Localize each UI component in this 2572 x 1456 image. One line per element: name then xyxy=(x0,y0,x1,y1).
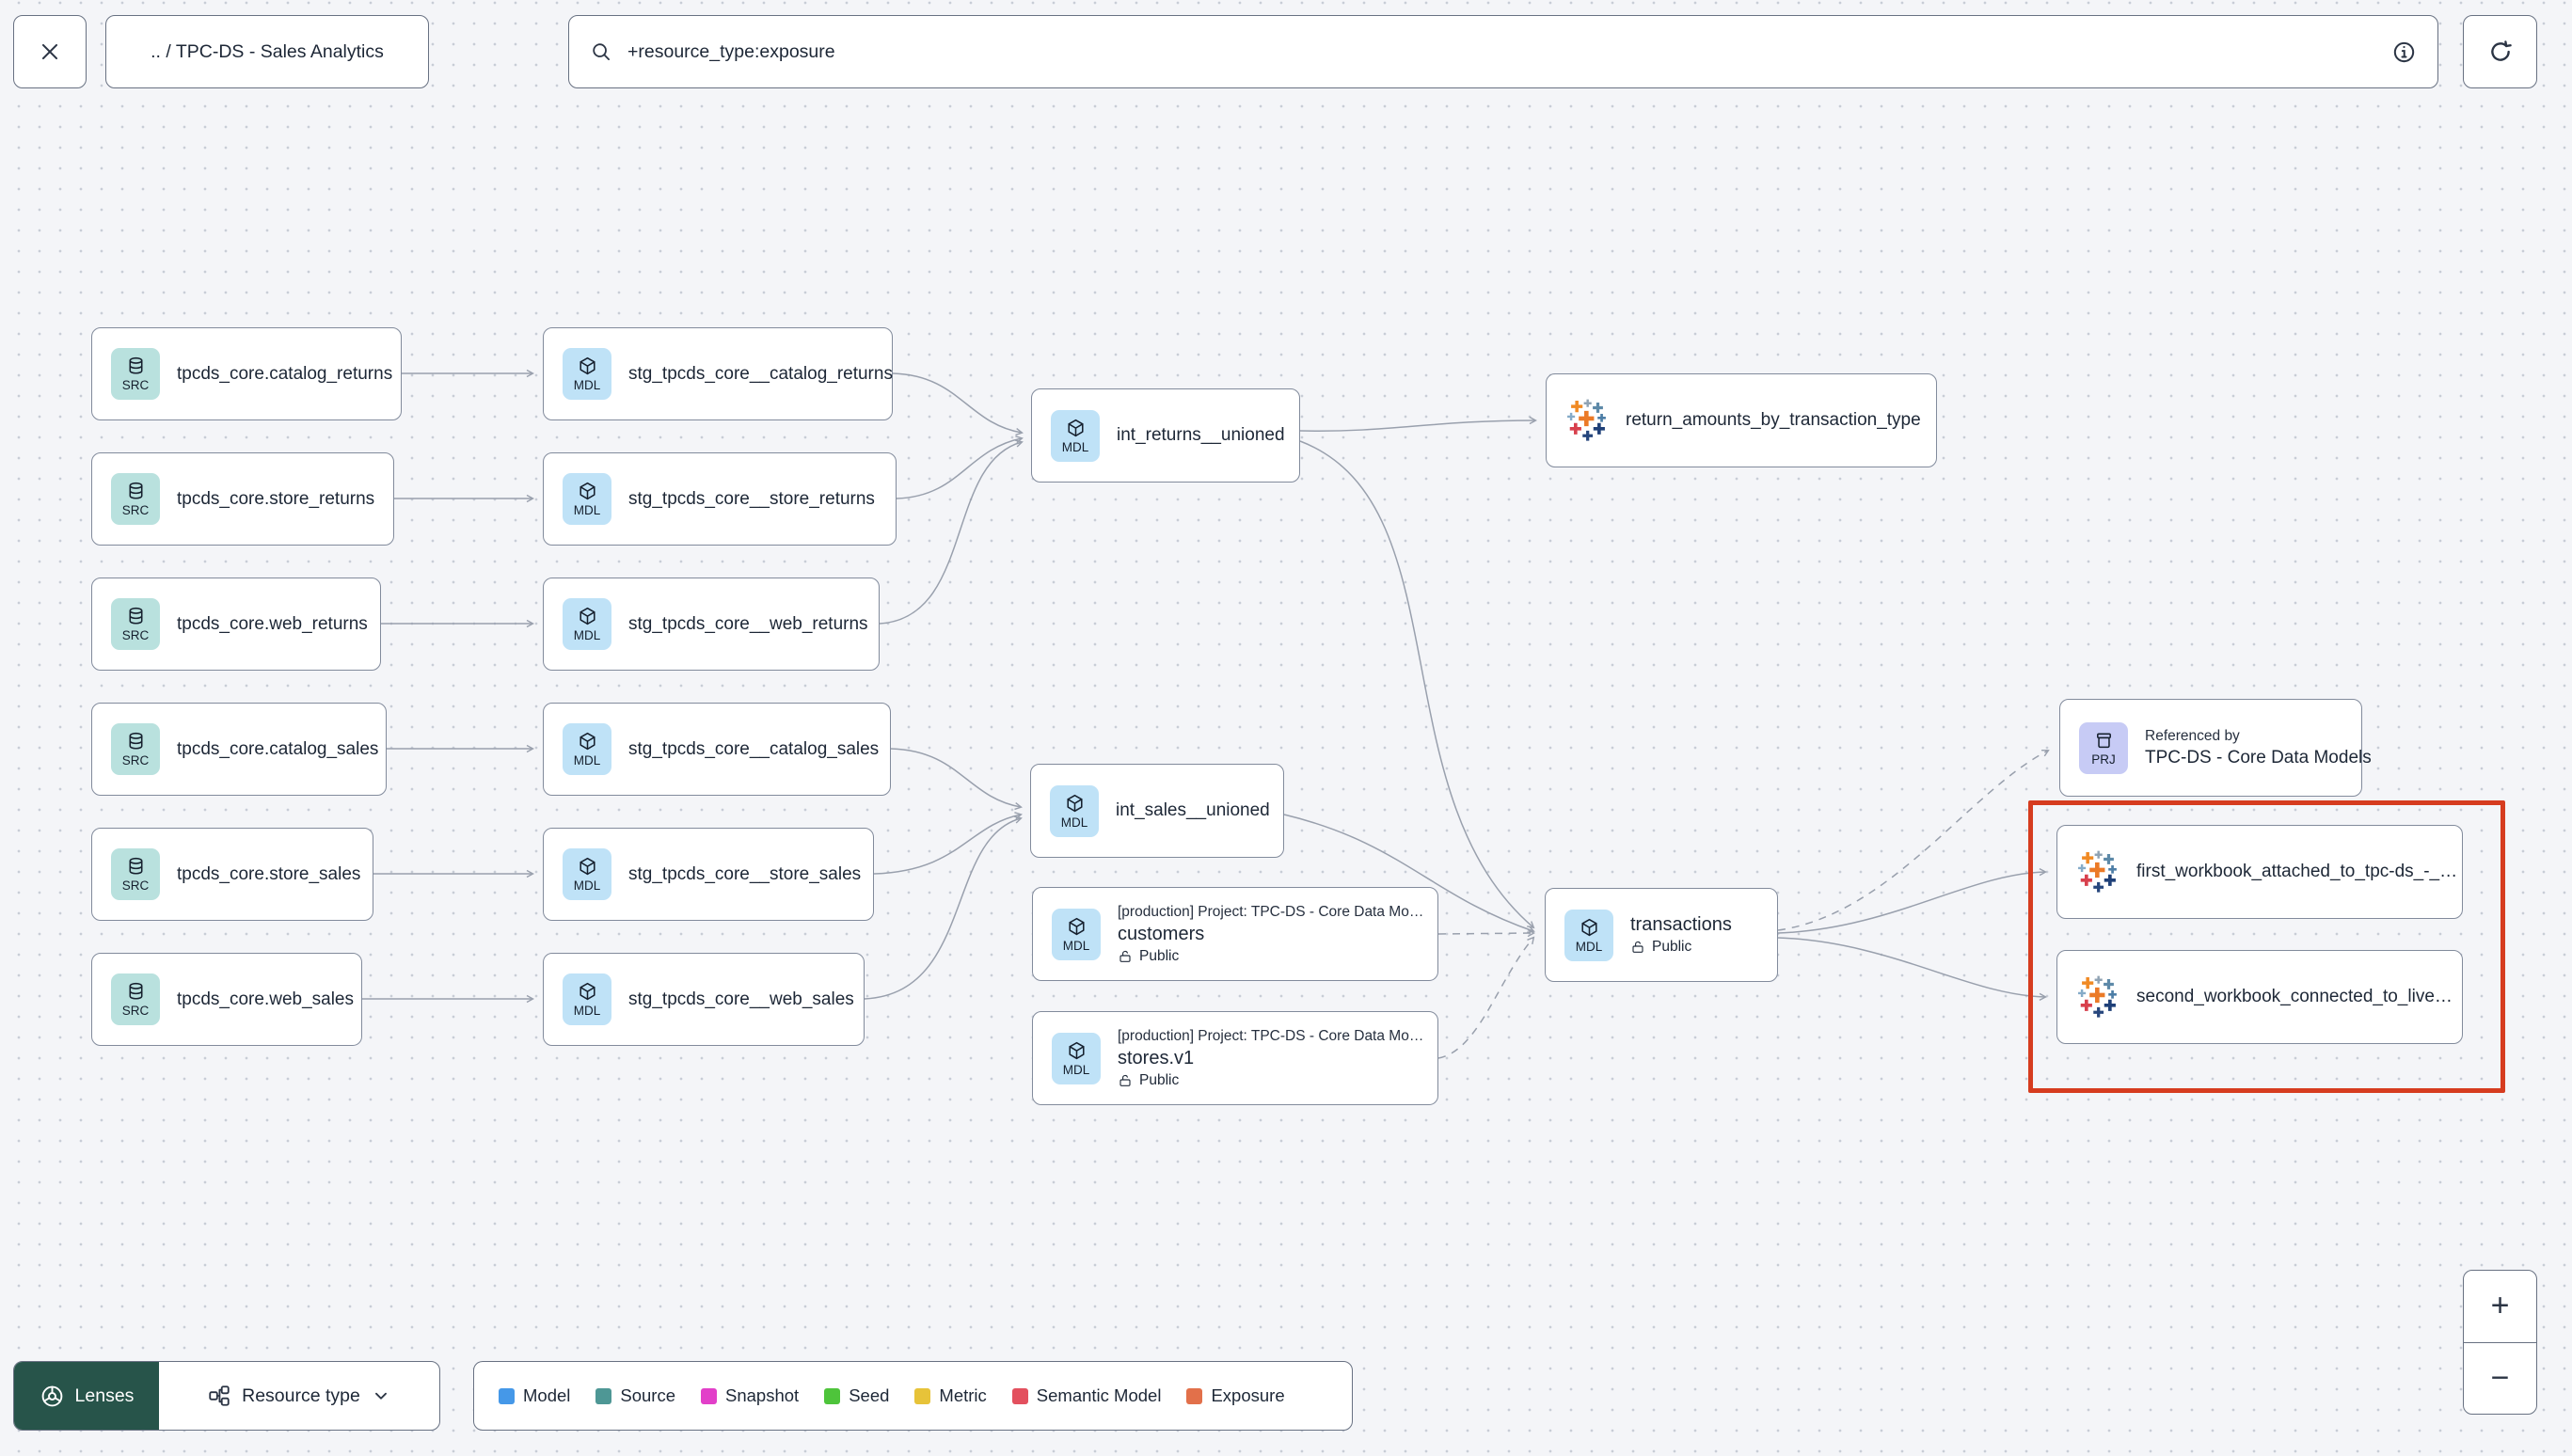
refresh-button[interactable] xyxy=(2463,15,2537,88)
source-icon: SRC xyxy=(111,348,160,400)
model-icon: MDL xyxy=(1050,784,1099,837)
project-icon: PRJ xyxy=(2079,721,2128,774)
node-referenced-by-project[interactable]: PRJ Referenced by TPC-DS - Core Data Mod… xyxy=(2059,699,2372,797)
close-icon xyxy=(41,43,58,60)
close-button[interactable] xyxy=(13,15,87,88)
node-source-tpcds-core-store-sales[interactable]: SRC tpcds_core.store_sales xyxy=(91,828,373,921)
node-model-stg-web-returns[interactable]: MDL stg_tpcds_core__web_returns xyxy=(543,578,880,671)
model-icon: MDL xyxy=(1052,1032,1101,1084)
highlight-box xyxy=(2028,800,2505,1093)
legend-item-model: Model xyxy=(499,1385,570,1406)
model-icon: MDL xyxy=(1051,409,1100,462)
lenses-aperture-icon xyxy=(41,1385,62,1406)
node-source-tpcds-core-web-returns[interactable]: SRC tpcds_core.web_returns xyxy=(91,578,381,671)
source-icon: SRC xyxy=(111,973,160,1025)
node-exposure-first-workbook[interactable]: first_workbook_attached_to_tpc-ds_-_… xyxy=(2056,825,2463,919)
legend-swatch xyxy=(701,1387,718,1404)
model-icon: MDL xyxy=(1564,909,1613,961)
search-bar[interactable] xyxy=(568,15,2438,88)
legend-item-semantic-model: Semantic Model xyxy=(1011,1385,1161,1406)
node-exposure-return-amounts[interactable]: return_amounts_by_transaction_type xyxy=(1546,373,1937,467)
legend-swatch xyxy=(1011,1387,1028,1404)
lenses-button[interactable]: Lenses xyxy=(14,1362,159,1430)
project-subtitle: [production] Project: TPC-DS - Core Data… xyxy=(1118,1027,1424,1044)
node-source-tpcds-core-store-returns[interactable]: SRC tpcds_core.store_returns xyxy=(91,452,394,546)
tableau-icon xyxy=(2076,975,2120,1019)
unlock-icon xyxy=(1118,949,1133,964)
legend-swatch xyxy=(499,1387,515,1404)
legend-swatch xyxy=(595,1387,612,1404)
source-icon: SRC xyxy=(111,473,160,525)
node-model-stg-store-sales[interactable]: MDL stg_tpcds_core__store_sales xyxy=(543,828,874,921)
node-source-tpcds-core-catalog-sales[interactable]: SRC tpcds_core.catalog_sales xyxy=(91,703,387,796)
resource-type-dropdown[interactable]: Resource type xyxy=(159,1362,439,1430)
refresh-icon xyxy=(2490,40,2512,61)
model-icon: MDL xyxy=(1052,908,1101,960)
zoom-in-button[interactable]: + xyxy=(2464,1271,2536,1342)
legend-item-exposure: Exposure xyxy=(1186,1385,1285,1406)
legend-item-snapshot: Snapshot xyxy=(701,1385,799,1406)
breadcrumb[interactable]: .. / TPC-DS - Sales Analytics xyxy=(105,15,429,88)
legend-item-source: Source xyxy=(595,1385,675,1406)
node-model-transactions[interactable]: MDL transactions Public xyxy=(1545,888,1778,982)
tableau-icon xyxy=(1565,399,1609,442)
model-icon: MDL xyxy=(563,848,611,900)
access-badge: Public xyxy=(1118,1072,1419,1089)
model-icon: MDL xyxy=(563,973,611,1025)
zoom-out-button[interactable]: − xyxy=(2464,1341,2536,1415)
node-model-stg-store-returns[interactable]: MDL stg_tpcds_core__store_returns xyxy=(543,452,897,546)
model-icon: MDL xyxy=(563,723,611,775)
node-exposure-second-workbook[interactable]: second_workbook_connected_to_live… xyxy=(2056,950,2463,1044)
model-icon: MDL xyxy=(563,473,611,525)
search-icon xyxy=(593,43,610,60)
chevron-down-icon xyxy=(374,1392,387,1400)
search-input[interactable] xyxy=(626,40,2391,64)
resource-type-legend: Model Source Snapshot Seed Metric Semant… xyxy=(473,1361,1353,1431)
legend-item-metric: Metric xyxy=(914,1385,987,1406)
info-icon[interactable] xyxy=(2391,40,2417,65)
legend-item-seed: Seed xyxy=(824,1385,889,1406)
resource-type-icon xyxy=(209,1385,230,1406)
tableau-icon xyxy=(2076,850,2120,894)
model-icon: MDL xyxy=(563,598,611,650)
access-badge: Public xyxy=(1118,948,1419,965)
node-source-tpcds-core-catalog-returns[interactable]: SRC tpcds_core.catalog_returns xyxy=(91,327,402,420)
source-icon: SRC xyxy=(111,598,160,650)
node-model-stg-catalog-sales[interactable]: MDL stg_tpcds_core__catalog_sales xyxy=(543,703,891,796)
legend-swatch xyxy=(824,1387,841,1404)
source-icon: SRC xyxy=(111,723,160,775)
node-model-customers[interactable]: MDL [production] Project: TPC-DS - Core … xyxy=(1032,887,1438,981)
unlock-icon xyxy=(1630,940,1645,955)
legend-swatch xyxy=(914,1387,931,1404)
plus-icon: + xyxy=(2490,1288,2510,1324)
node-model-int-sales-unioned[interactable]: MDL int_sales__unioned xyxy=(1030,764,1284,858)
unlock-icon xyxy=(1118,1073,1133,1088)
zoom-controls: + − xyxy=(2463,1270,2537,1415)
node-model-stg-web-sales[interactable]: MDL stg_tpcds_core__web_sales xyxy=(543,953,865,1046)
footer-controls: Lenses Resource type xyxy=(13,1361,440,1431)
project-subtitle: [production] Project: TPC-DS - Core Data… xyxy=(1118,903,1424,920)
access-badge: Public xyxy=(1630,939,1732,956)
node-model-int-returns-unioned[interactable]: MDL int_returns__unioned xyxy=(1031,388,1300,483)
node-model-stg-catalog-returns[interactable]: MDL stg_tpcds_core__catalog_returns xyxy=(543,327,893,420)
legend-swatch xyxy=(1186,1387,1203,1404)
model-icon: MDL xyxy=(563,348,611,400)
source-icon: SRC xyxy=(111,848,160,900)
minus-icon: − xyxy=(2490,1359,2510,1396)
node-model-stores-v1[interactable]: MDL [production] Project: TPC-DS - Core … xyxy=(1032,1011,1438,1105)
node-source-tpcds-core-web-sales[interactable]: SRC tpcds_core.web_sales xyxy=(91,953,362,1046)
